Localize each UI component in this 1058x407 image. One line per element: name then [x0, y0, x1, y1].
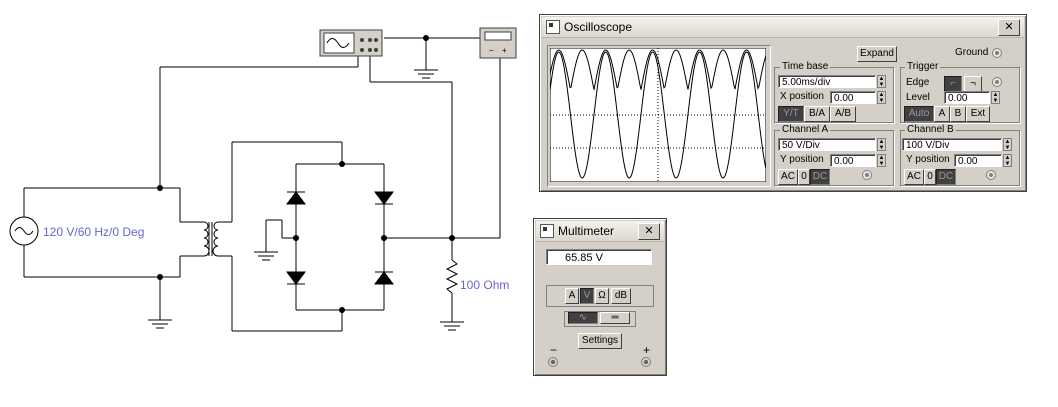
- rising-edge-icon[interactable]: ⌐: [944, 76, 962, 92]
- negative-terminal[interactable]: [548, 357, 558, 367]
- ext-trigger-terminal[interactable]: [992, 77, 1002, 87]
- diode-icon: [374, 271, 394, 285]
- channel-a-dc-button[interactable]: DC: [810, 169, 830, 185]
- oscilloscope-title: Oscilloscope: [564, 20, 633, 34]
- mode-db-button[interactable]: dB: [611, 288, 631, 304]
- window-app-icon: [546, 20, 560, 34]
- mode-ohm-button[interactable]: Ω: [595, 288, 609, 304]
- time-base-field[interactable]: 5.00ms/div: [778, 75, 876, 88]
- channel-a-scale-field[interactable]: 50 V/Div: [778, 138, 876, 151]
- channel-b-terminal[interactable]: [986, 170, 996, 180]
- time-base-label: Time base: [780, 61, 831, 72]
- settings-button[interactable]: Settings: [578, 333, 622, 349]
- oscilloscope-titlebar[interactable]: Oscilloscope ✕: [542, 17, 1024, 38]
- channel-a-group: [774, 130, 894, 186]
- trigger-ext-button[interactable]: Ext: [966, 106, 990, 122]
- channel-b-y-position-label: Y position: [906, 154, 950, 165]
- multimeter-window[interactable]: Multimeter ✕ 65.85 V A V Ω dB ∿ ═ Settin…: [533, 218, 667, 376]
- resistor-label: 100 Ohm: [460, 278, 509, 292]
- close-button[interactable]: ✕: [638, 223, 660, 240]
- edge-label: Edge: [906, 77, 930, 88]
- channel-b-y-position-spinner[interactable]: ▲▼: [1003, 154, 1012, 167]
- trigger-a-button[interactable]: A: [934, 106, 950, 122]
- svg-text:+: +: [502, 46, 507, 55]
- trigger-label: Trigger: [905, 61, 941, 72]
- multimeter-reading: 65.85 V: [546, 249, 652, 265]
- x-position-field[interactable]: 0.00: [830, 91, 876, 104]
- channel-a-zero-button[interactable]: 0: [798, 169, 810, 185]
- dc-line-icon[interactable]: ═: [600, 312, 630, 324]
- minus-label: −: [550, 343, 558, 357]
- channel-b-group: [900, 130, 1020, 186]
- time-base-spinner[interactable]: ▲▼: [877, 75, 886, 88]
- diode-icon: [286, 191, 306, 205]
- channel-a-y-position-field[interactable]: 0.00: [830, 154, 876, 167]
- plus-label: +: [643, 343, 651, 357]
- level-label: Level: [906, 92, 930, 103]
- expand-button[interactable]: Expand: [857, 46, 897, 62]
- mode-ab-button[interactable]: A/B: [830, 106, 856, 122]
- channel-b-zero-button[interactable]: 0: [924, 169, 936, 185]
- resistor-symbol: [445, 259, 459, 294]
- trigger-level-spinner[interactable]: ▲▼: [991, 91, 1000, 104]
- channel-b-scale-field[interactable]: 100 V/Div: [902, 138, 1002, 151]
- ground-label: Ground: [955, 47, 989, 58]
- time-base-group: [774, 67, 894, 123]
- ground-terminal[interactable]: [992, 48, 1002, 58]
- oscilloscope-window[interactable]: Oscilloscope ✕ Expand Ground Time base 5…: [539, 14, 1027, 192]
- x-position-spinner[interactable]: ▲▼: [877, 91, 886, 104]
- trigger-b-button[interactable]: B: [950, 106, 966, 122]
- mode-a-button[interactable]: A: [565, 288, 579, 304]
- mode-yt-button[interactable]: Y/T: [778, 106, 804, 122]
- ac-sine-icon: [14, 227, 34, 235]
- channel-b-y-position-field[interactable]: 0.00: [954, 154, 1002, 167]
- channel-b-label: Channel B: [905, 124, 956, 135]
- falling-edge-icon[interactable]: ¬: [964, 76, 982, 92]
- scope-display-frame: [547, 45, 771, 187]
- multimeter-instrument-icon[interactable]: − +: [479, 27, 517, 59]
- diode-icon: [286, 271, 306, 285]
- trigger-level-field[interactable]: 0.00: [944, 91, 990, 104]
- mode-button-group: [546, 285, 654, 307]
- channel-a-terminal[interactable]: [862, 170, 872, 180]
- channel-a-label: Channel A: [780, 124, 831, 135]
- channel-b-trace: [550, 49, 766, 90]
- scope-screen: [550, 48, 766, 182]
- channel-a-y-position-label: Y position: [780, 154, 824, 165]
- channel-a-y-position-spinner[interactable]: ▲▼: [877, 154, 886, 167]
- signal-type-group: [564, 311, 636, 327]
- x-position-label: X position: [780, 91, 824, 102]
- ac-wave-icon[interactable]: ∿: [568, 312, 598, 324]
- multimeter-titlebar[interactable]: Multimeter ✕: [536, 221, 664, 242]
- channel-b-ac-button[interactable]: AC: [904, 169, 924, 185]
- trigger-auto-button[interactable]: Auto: [904, 106, 934, 122]
- mode-v-button[interactable]: V: [580, 288, 594, 304]
- channel-a-trace: [550, 51, 766, 179]
- channel-a-ac-button[interactable]: AC: [778, 169, 798, 185]
- diode-icon: [374, 191, 394, 205]
- channel-a-scale-spinner[interactable]: ▲▼: [877, 138, 886, 151]
- source-label: 120 V/60 Hz/0 Deg: [43, 225, 144, 239]
- channel-b-scale-spinner[interactable]: ▲▼: [1003, 138, 1012, 151]
- circuit-schematic: − + 120 V/60 Hz/0 Deg 100 Ohm: [9, 27, 517, 332]
- multimeter-title: Multimeter: [558, 224, 615, 238]
- close-button[interactable]: ✕: [998, 19, 1020, 36]
- channel-b-dc-button[interactable]: DC: [936, 169, 956, 185]
- svg-text:−: −: [489, 46, 494, 55]
- positive-terminal[interactable]: [641, 357, 651, 367]
- oscilloscope-instrument-icon[interactable]: [319, 29, 383, 57]
- window-app-icon: [540, 224, 554, 238]
- mode-ba-button[interactable]: B/A: [804, 106, 830, 122]
- trigger-group: [900, 67, 1020, 123]
